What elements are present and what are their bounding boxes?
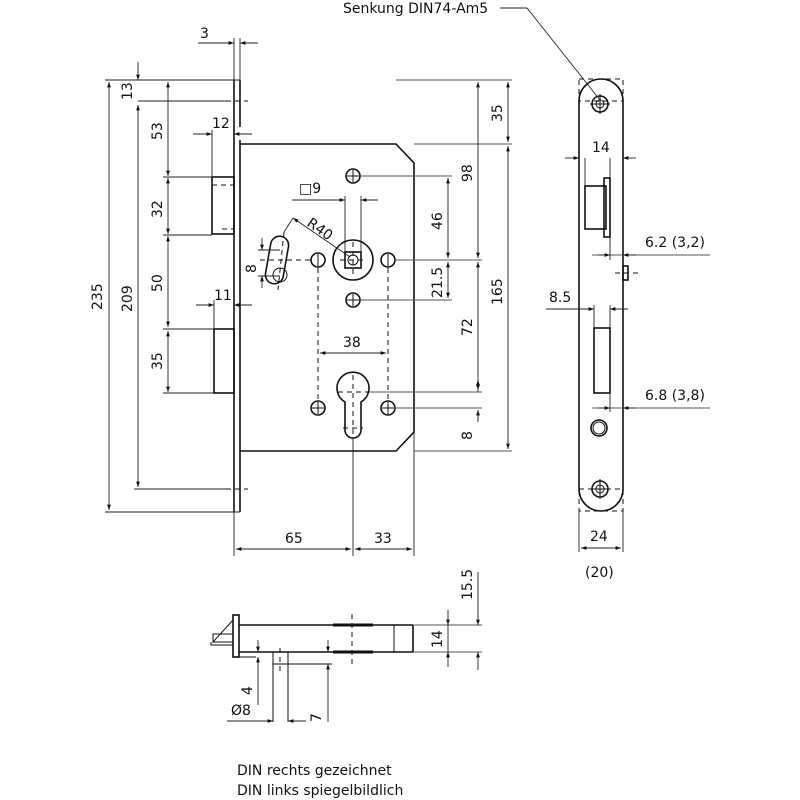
front-view — [211, 79, 415, 513]
dim-35: 35 — [150, 352, 166, 370]
dim-65: 65 — [285, 531, 303, 547]
dim-8-bottom: 8 — [460, 431, 476, 440]
latch — [211, 176, 235, 235]
follower-hub — [332, 239, 374, 281]
dim-46: 46 — [430, 212, 446, 230]
dim-faceplate-14: 14 — [592, 140, 610, 156]
dim-bottom-14: 14 — [430, 630, 446, 648]
dim-38: 38 — [343, 335, 361, 351]
dim-12: 12 — [212, 116, 230, 132]
dim-72: 72 — [460, 318, 476, 336]
dim-98: 98 — [460, 164, 476, 182]
dim-15-5: 15.5 — [460, 569, 476, 600]
dim-r40: R40 — [304, 215, 336, 244]
screw-hole-bottom — [590, 479, 610, 499]
slot — [260, 231, 310, 291]
note-din-right: DIN rechts gezeichnet — [237, 763, 392, 779]
dim-slot-8: 8 — [244, 264, 260, 273]
faceplate-side — [233, 79, 241, 513]
deadbolt — [213, 328, 235, 394]
screw-hole-mid — [590, 419, 608, 437]
fixing-holes — [310, 168, 396, 416]
dim-6-2: 6.2 (3,2) — [645, 235, 705, 251]
front-dimensions: 3 235 209 13 53 32 50 35 12 — [90, 26, 512, 556]
screw-hole-top — [590, 94, 610, 114]
faceplate-view: Senkung DIN74-Am5 14 6.2 (3,2) 8.5 6.8 (… — [343, 1, 710, 581]
dim-35-top: 35 — [490, 104, 506, 122]
notes: DIN rechts gezeichnet DIN links spiegelb… — [237, 763, 403, 799]
dim-33: 33 — [374, 531, 392, 547]
dim-11: 11 — [214, 288, 232, 304]
dim-235: 235 — [90, 283, 106, 310]
dim-8-5: 8.5 — [549, 290, 571, 306]
dim-50: 50 — [150, 274, 166, 292]
dim-21-5: 21.5 — [430, 267, 446, 298]
dim-6-8: 6.8 (3,8) — [645, 388, 705, 404]
dim-53: 53 — [150, 122, 166, 140]
dim-diameter-8: Ø8 — [231, 703, 251, 719]
bolt-face — [593, 327, 611, 394]
faceplate-outline — [578, 78, 624, 512]
dim-20: (20) — [585, 565, 614, 581]
dim-4: 4 — [240, 686, 256, 695]
lock-case — [240, 143, 415, 452]
dim-3: 3 — [200, 26, 209, 42]
dim-24: 24 — [590, 529, 608, 545]
callout-senkung: Senkung DIN74-Am5 — [343, 1, 488, 17]
bottom-view: 15.5 14 4 7 Ø8 — [210, 569, 482, 723]
dim-32: 32 — [150, 200, 166, 218]
dim-209: 209 — [120, 285, 136, 312]
dim-165: 165 — [490, 278, 506, 305]
note-din-left: DIN links spiegelbildlich — [237, 783, 403, 799]
dim-7: 7 — [309, 713, 325, 722]
cylinder-keyhole — [336, 371, 370, 439]
latch-face — [584, 177, 611, 238]
dim-square-9: □9 — [299, 181, 321, 197]
dim-13: 13 — [120, 82, 136, 100]
